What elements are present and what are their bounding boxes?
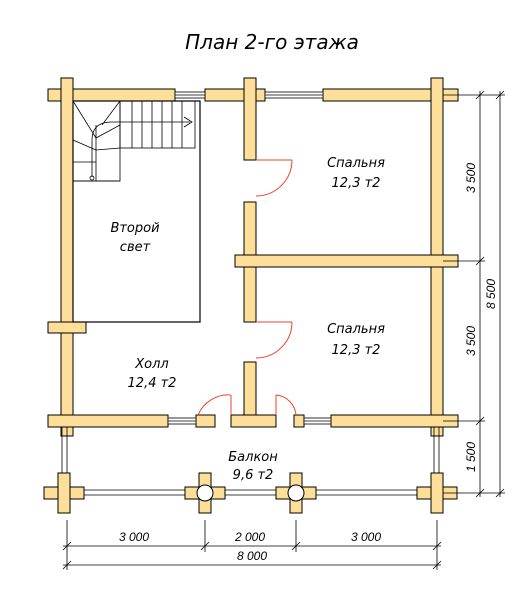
second-light-line2: свет xyxy=(120,240,151,255)
bedroom-bottom-name: Спальня xyxy=(327,322,385,337)
door-balcony-left xyxy=(197,394,232,416)
wall-left xyxy=(60,77,74,437)
door-balcony-right xyxy=(275,394,297,416)
dim-bottom-1: 3 000 xyxy=(119,530,149,544)
wall-bottom-door-left xyxy=(195,414,216,428)
wall-partition-upper xyxy=(243,77,257,161)
dimensions-right: 3 500 3 500 1 500 8 500 xyxy=(443,90,505,498)
room-labels: Спальня 12,3 т2 Спальня 12,3 т2 Второй с… xyxy=(110,156,385,483)
balcony-area: 9,6 т2 xyxy=(233,468,274,483)
posts xyxy=(43,472,458,514)
post-2 xyxy=(184,472,226,514)
post-4 xyxy=(416,472,458,514)
dim-right-1: 3 500 xyxy=(464,163,478,193)
post-1 xyxy=(43,472,85,514)
hall-area: 12,4 т2 xyxy=(128,376,177,391)
staircase xyxy=(72,100,196,182)
dim-right-total: 8 500 xyxy=(484,279,498,309)
balcony-name: Балкон xyxy=(228,450,278,465)
windows xyxy=(167,91,332,425)
dim-bottom-total: 8 000 xyxy=(237,549,267,563)
walls xyxy=(47,77,459,437)
wall-bottom-center xyxy=(230,414,277,428)
bedroom-top-area: 12,3 т2 xyxy=(332,176,381,191)
wall-bottom-left xyxy=(47,414,169,428)
second-light-line1: Второй xyxy=(110,221,159,236)
post-3 xyxy=(275,472,317,514)
dim-bottom-2: 2 000 xyxy=(234,530,265,544)
dim-right-2: 3 500 xyxy=(464,326,478,356)
dim-right-3: 1 500 xyxy=(464,442,478,472)
doors xyxy=(197,159,297,416)
second-light-void xyxy=(72,100,201,323)
dim-bottom-3: 3 000 xyxy=(351,530,381,544)
dimensions-bottom: 3 000 2 000 3 000 8 000 xyxy=(62,520,442,570)
hall-name: Холл xyxy=(134,357,168,372)
wall-left-crossing xyxy=(47,321,87,334)
wall-bedroom-divider xyxy=(234,254,459,268)
bedroom-bottom-area: 12,3 т2 xyxy=(332,343,381,358)
bedroom-top-name: Спальня xyxy=(327,156,385,171)
wall-bottom-right xyxy=(330,414,459,428)
wall-bottom-door-right xyxy=(293,414,305,428)
plan-title: План 2-го этажа xyxy=(185,30,359,54)
